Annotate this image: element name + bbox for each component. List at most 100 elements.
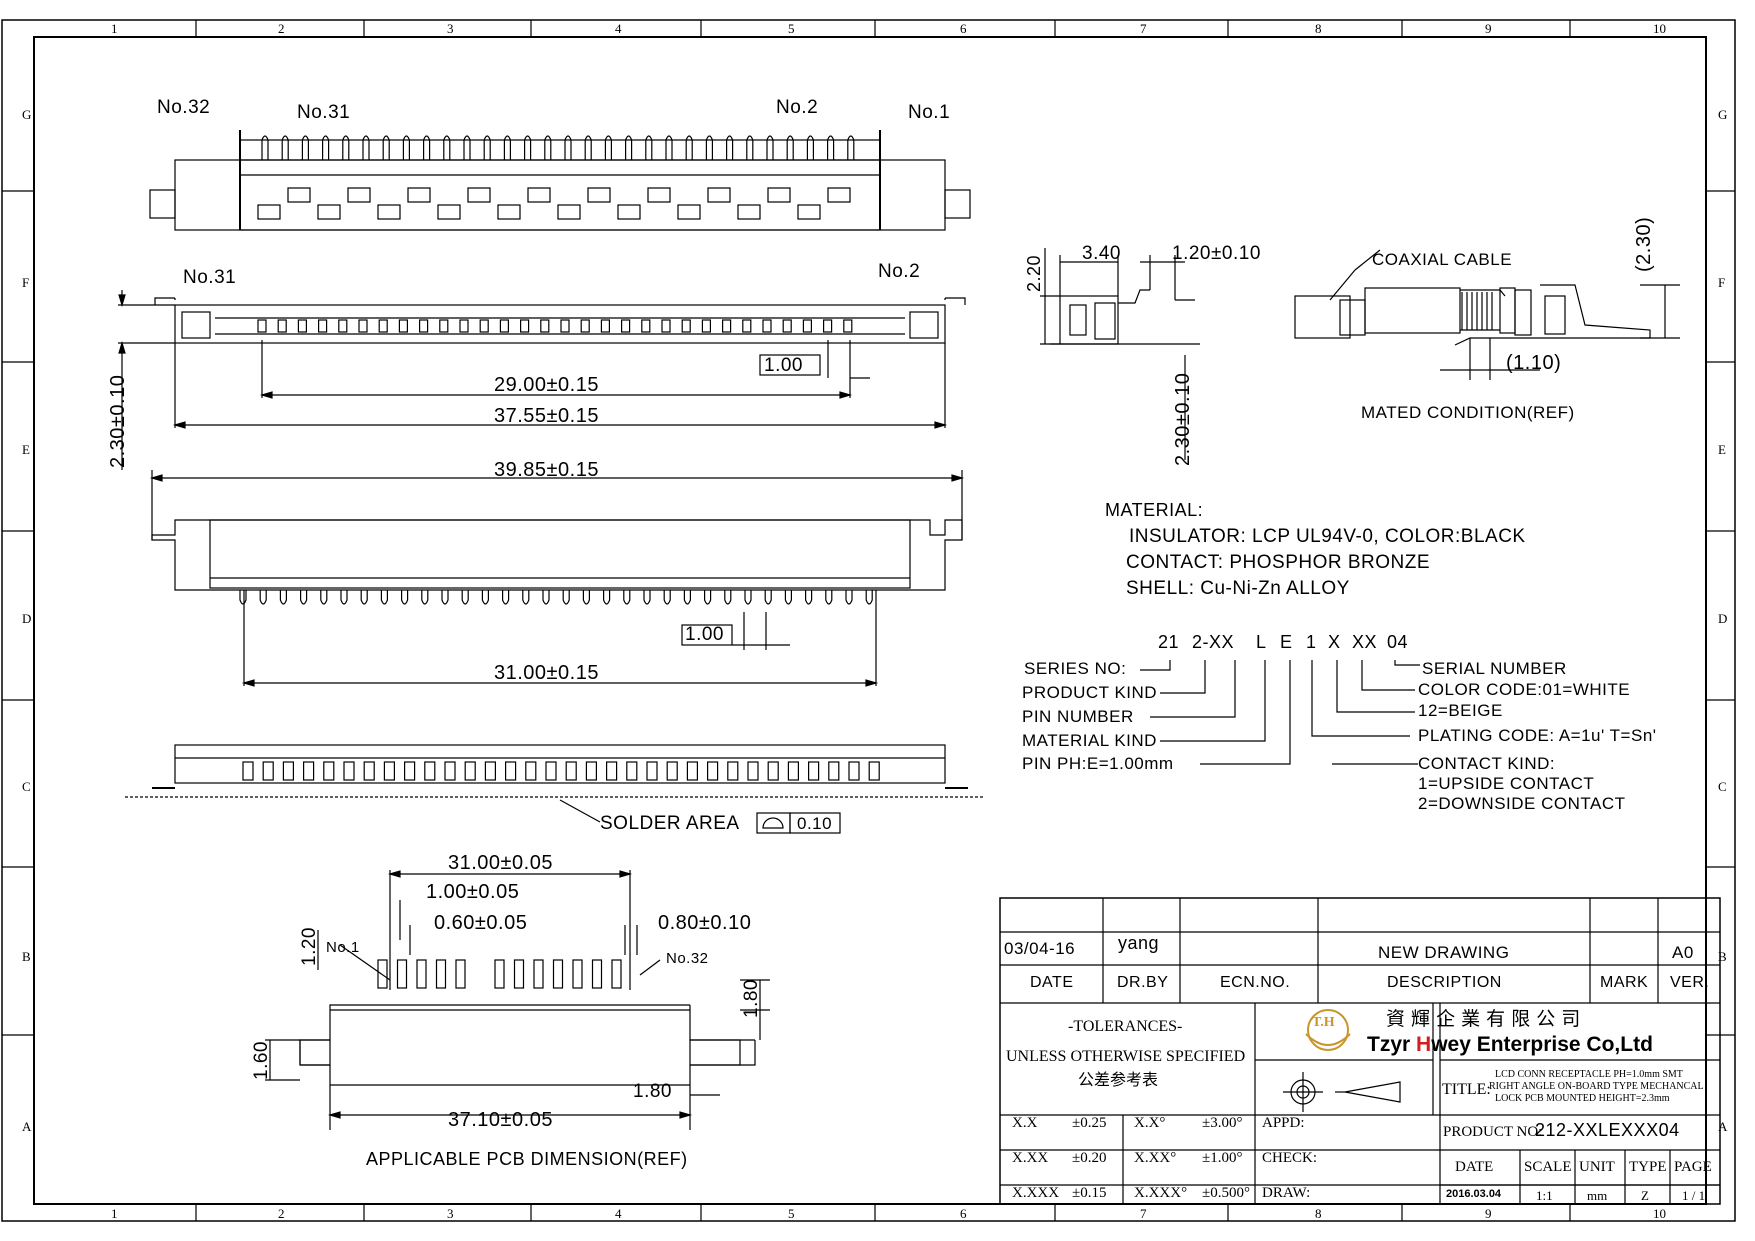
code-label-pin-number: PIN NUMBER — [1022, 707, 1134, 726]
company-name-prefix: Tzyr — [1367, 1033, 1417, 1056]
top-view-pins — [261, 135, 855, 160]
zone-row-label: B — [22, 949, 31, 964]
pcb-pad — [455, 959, 466, 989]
code-label-color-beige: 12=BEIGE — [1418, 701, 1503, 720]
pcb-dim-tab: 1.80 — [633, 1081, 672, 1102]
top-slot — [287, 187, 311, 203]
front-pin — [620, 319, 631, 333]
front-pin — [540, 319, 550, 333]
zone-row-label: C — [22, 779, 31, 794]
side-pin — [242, 761, 254, 781]
zone-row-label: A — [1718, 1119, 1728, 1134]
top-view-windows — [257, 187, 851, 220]
side-pin — [464, 761, 476, 781]
zone-column-label: 6 — [960, 21, 967, 36]
bottom-pin — [401, 590, 409, 605]
zone-column-label: 3 — [447, 1206, 454, 1221]
top-pin — [301, 135, 309, 160]
tolerance-cell: X.X — [1012, 1115, 1038, 1131]
bottom-view — [149, 470, 965, 687]
bottom-pin — [683, 590, 691, 605]
rev-drawn-by: yang — [1118, 933, 1160, 953]
top-view — [149, 130, 971, 231]
pcb-pad — [435, 959, 447, 989]
mated-dim-height: (2.30) — [1633, 216, 1655, 272]
side-pin — [303, 761, 315, 781]
side-pin — [525, 761, 537, 781]
material-line-shell: SHELL: Cu-Ni-Zn ALLOY — [1126, 578, 1350, 599]
top-pin — [483, 135, 491, 160]
side-pin — [383, 761, 395, 781]
bottom-pin — [279, 590, 287, 605]
part-code-leaders — [1140, 660, 1420, 765]
top-pin — [604, 135, 612, 160]
section-view — [1040, 248, 1200, 460]
bottom-pin — [603, 590, 611, 605]
logo-initials: T.H — [1312, 1015, 1335, 1030]
side-pin — [848, 761, 860, 781]
rev-date: 03/04-16 — [1004, 939, 1076, 958]
pcb-dim-right-len: 1.80 — [741, 979, 762, 1018]
side-pin — [262, 761, 274, 781]
footer-scale-label: SCALE — [1524, 1159, 1572, 1175]
section-dim-height: 2.20 — [1024, 254, 1044, 292]
pcb-caption: APPLICABLE PCB DIMENSION(REF) — [366, 1149, 688, 1169]
flatness-value: 0.10 — [797, 814, 833, 833]
front-pin — [782, 319, 792, 333]
tolerance-cell: ±0.500° — [1202, 1185, 1250, 1201]
hdr-ecn: ECN.NO. — [1220, 974, 1291, 991]
top-slot — [527, 187, 551, 203]
pcb-pad — [552, 959, 564, 989]
front-pin — [378, 319, 388, 333]
top-pin — [322, 135, 330, 160]
pcb-dim-pad-width: 0.60±0.05 — [434, 912, 528, 934]
mated-cable-ribs — [1461, 292, 1493, 330]
side-pin — [282, 761, 294, 781]
bottom-view-pins — [239, 590, 873, 605]
bottom-pin — [522, 590, 530, 605]
top-window — [317, 204, 341, 220]
hdr-description: DESCRIPTION — [1387, 974, 1502, 991]
front-pin — [843, 319, 853, 333]
title-label: TITLE: — [1442, 1081, 1491, 1098]
front-pin — [661, 319, 671, 333]
company-name-h: H — [1416, 1033, 1432, 1056]
top-window — [557, 204, 581, 220]
pcb-pad — [377, 959, 388, 989]
front-pin — [257, 319, 267, 333]
zone-column-label: 10 — [1653, 1206, 1666, 1221]
zone-row-label: D — [1718, 611, 1728, 626]
side-pin — [686, 761, 699, 781]
pcb-pad — [513, 959, 525, 989]
top-pin — [685, 135, 693, 160]
tolerance-cell: ±0.20 — [1072, 1150, 1107, 1166]
side-pin — [424, 761, 436, 781]
front-pin — [701, 319, 712, 333]
hdr-version: VER. — [1670, 974, 1710, 991]
bottom-pin — [805, 590, 813, 605]
tolerance-cell: X.X° — [1134, 1115, 1166, 1131]
zone-row-label: G — [22, 107, 32, 122]
zone-column-label: 7 — [1140, 21, 1147, 36]
top-pin — [625, 135, 633, 160]
product-no-label: PRODUCT NO: — [1443, 1124, 1543, 1140]
bottom-pin — [300, 590, 308, 605]
zone-row-label: C — [1718, 779, 1727, 794]
bottom-pin — [481, 590, 489, 605]
top-slot — [707, 187, 731, 203]
top-window — [437, 204, 461, 220]
company-logo — [1305, 1009, 1351, 1051]
top-pin — [584, 135, 592, 160]
footer-unit-value: mm — [1587, 1188, 1608, 1203]
zone-column-label: 7 — [1140, 1206, 1147, 1221]
bottom-pin — [724, 590, 732, 605]
tolerance-cell: X.XXX — [1012, 1185, 1060, 1201]
code-label-series: SERIES NO: — [1024, 659, 1127, 678]
front-pin — [580, 319, 590, 333]
bottom-pin — [623, 590, 631, 605]
footer-page-label: PAGE — [1674, 1159, 1712, 1175]
zone-ticks — [2, 20, 1735, 1221]
side-pin — [767, 761, 779, 781]
section-dim-depth: 3.40 — [1082, 243, 1121, 264]
coaxial-cable-label: COAXIAL CABLE — [1372, 250, 1513, 269]
